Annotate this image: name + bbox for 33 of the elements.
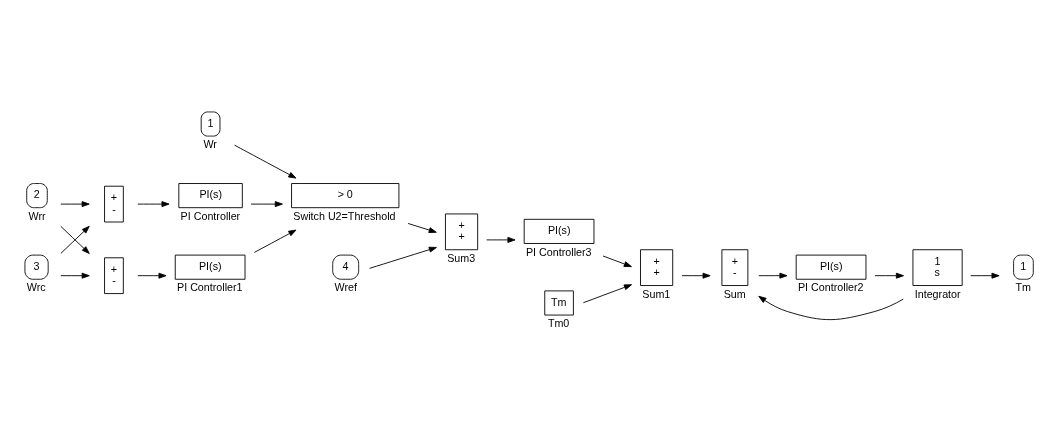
arrow: [758, 295, 904, 321]
node-label: Wrc: [26, 281, 46, 294]
node-label: PI Controller2: [797, 281, 864, 294]
arrow: [681, 272, 711, 279]
arrow: [758, 272, 788, 279]
arrow: [407, 223, 437, 233]
arrow: [60, 225, 90, 254]
arrow: [250, 201, 283, 208]
node-label: Sum: [723, 287, 746, 300]
arrow: [234, 144, 297, 179]
arrow: [874, 272, 904, 279]
node-label: Wrr: [28, 209, 46, 222]
node-label: Sum3: [447, 251, 476, 264]
arrow: [486, 236, 516, 243]
node-label: PI Controller: [180, 209, 241, 222]
node-label: PI Controller1: [177, 281, 243, 294]
arrow: [970, 272, 1000, 279]
node-label: Integrator: [914, 287, 961, 300]
node-label: Switch U2=Threshold: [293, 209, 396, 222]
node-label: Wref: [334, 281, 357, 294]
arrow: [137, 201, 170, 208]
arrow: [60, 201, 90, 208]
arrow: [369, 246, 437, 269]
arrow: [137, 272, 167, 279]
node-label: Sum1: [642, 287, 671, 300]
node-label: PI Controller3: [525, 245, 592, 258]
node-label: Tm0: [547, 317, 570, 330]
node-label: Wr: [203, 138, 217, 151]
arrow: [60, 272, 90, 279]
arrow: [582, 284, 632, 304]
arrow: [602, 255, 632, 268]
arrow: [253, 229, 297, 253]
node-label: Tm: [1015, 281, 1031, 294]
